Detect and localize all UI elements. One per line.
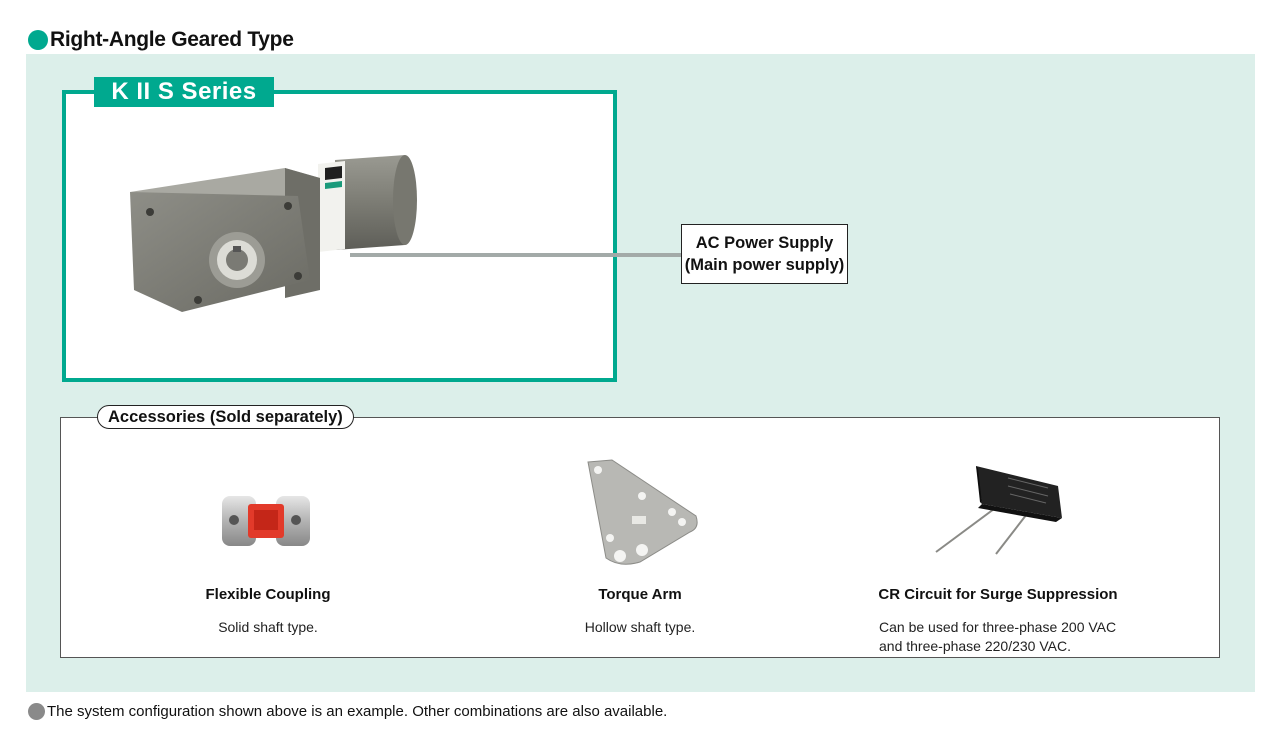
accessory-name-cr-circuit: CR Circuit for Surge Suppression	[878, 586, 1118, 603]
section-header: Right-Angle Geared Type	[28, 28, 294, 52]
torque-arm-image	[587, 459, 698, 565]
power-supply-title: AC Power Supply	[695, 234, 834, 252]
accessory-desc-flexible-coupling: Solid shaft type.	[218, 619, 318, 635]
bullet-dot-icon	[28, 30, 48, 50]
footnote: The system configuration shown above is …	[47, 703, 668, 720]
accessory-desc-cr-circuit-line2: and three-phase 220/230 VAC.	[879, 638, 1071, 654]
right-angle-geared-motor-image	[130, 155, 417, 312]
footnote-row: The system configuration shown above is …	[28, 703, 667, 720]
flexible-coupling-image	[222, 496, 310, 546]
accessories-title: Accessories (Sold separately)	[108, 407, 343, 426]
power-cable-line	[350, 253, 682, 257]
power-supply-subtitle: (Main power supply)	[684, 256, 845, 274]
accessory-desc-torque-arm: Hollow shaft type.	[584, 619, 696, 635]
accessories-heading-tab: Accessories (Sold separately)	[97, 405, 354, 429]
accessory-name-torque-arm: Torque Arm	[598, 586, 682, 603]
bullet-dot-icon	[28, 703, 45, 720]
ac-power-supply-label: AC Power Supply (Main power supply)	[681, 224, 848, 284]
page-title: Right-Angle Geared Type	[50, 28, 294, 51]
accessory-name-flexible-coupling: Flexible Coupling	[205, 586, 331, 603]
series-label: K II S Series	[111, 78, 257, 105]
cr-circuit-capacitor-image	[935, 466, 1062, 555]
accessory-desc-cr-circuit-line1: Can be used for three-phase 200 VAC	[879, 619, 1117, 635]
series-label-tab: K II S Series	[94, 77, 274, 107]
